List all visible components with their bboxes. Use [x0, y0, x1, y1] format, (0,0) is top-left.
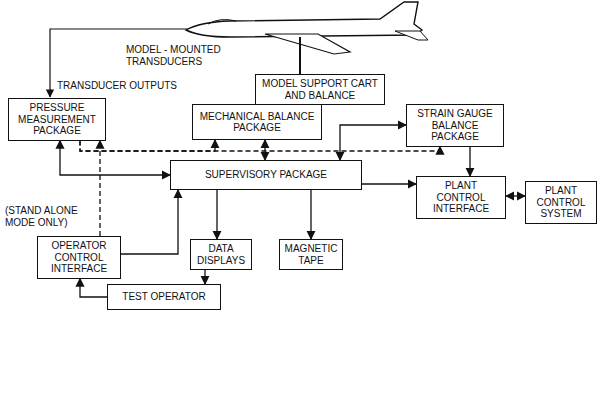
- connector-arrow: [204, 270, 205, 284]
- support-cart-box: MODEL SUPPORT CART AND BALANCE: [255, 74, 385, 105]
- aircraft-model: [186, 2, 422, 37]
- model-sting: [299, 37, 301, 74]
- box-text: PLANT CONTROL INTERFACE: [420, 180, 502, 215]
- connector-arrow: [340, 125, 406, 160]
- dashed-connector: [99, 141, 100, 237]
- connector-arrow: [469, 147, 470, 177]
- connector-arrow: [216, 190, 217, 239]
- connector-arrow: [121, 190, 178, 254]
- box-text: MAGNETIC TAPE: [283, 243, 339, 266]
- aircraft-tailplane: [395, 31, 428, 40]
- aircraft-canopy: [208, 20, 236, 24]
- box-text: PRESSURE MEASUREMENT PACKAGE: [12, 102, 102, 137]
- aircraft-wing: [265, 34, 350, 54]
- annotation-label: MODEL - MOUNTED TRANSDUCERS: [125, 44, 227, 67]
- connector-arrow: [60, 141, 170, 176]
- operator-box: TEST OPERATOR: [107, 284, 221, 310]
- box-text: DATA DISPLAYS: [194, 243, 248, 266]
- box-text: MODEL SUPPORT CART AND BALANCE: [259, 78, 381, 101]
- connector-arrow: [506, 195, 525, 196]
- box-text: PLANT CONTROL SYSTEM: [529, 185, 593, 220]
- connector-arrow: [80, 279, 107, 298]
- supervisory-box: SUPERVISORY PACKAGE: [170, 160, 362, 190]
- box-text: SUPERVISORY PACKAGE: [174, 169, 358, 181]
- connector-arrow: [264, 140, 265, 160]
- box-text: TEST OPERATOR: [111, 291, 217, 303]
- package-box: MECHANICAL BALANCE PACKAGE: [192, 104, 322, 140]
- package-box: STRAIN GAUGE BALANCE PACKAGE: [406, 104, 504, 147]
- annotation-label: (STAND ALONE MODE ONLY): [4, 205, 96, 228]
- annotation-label: TRANSDUCER OUTPUTS: [56, 80, 178, 92]
- box-text: OPERATOR CONTROL INTERFACE: [41, 240, 117, 275]
- connector-arrow: [362, 183, 416, 184]
- box-text: STRAIN GAUGE BALANCE PACKAGE: [410, 108, 500, 143]
- output-box: DATA DISPLAYS: [190, 239, 252, 270]
- package-box: PRESSURE MEASUREMENT PACKAGE: [8, 98, 106, 141]
- output-box: MAGNETIC TAPE: [279, 239, 343, 270]
- interface-box: PLANT CONTROL INTERFACE: [416, 176, 506, 219]
- interface-box: OPERATOR CONTROL INTERFACE: [37, 236, 121, 279]
- system-box: PLANT CONTROL SYSTEM: [525, 181, 597, 224]
- connector-arrow: [310, 190, 311, 239]
- dashed-connector: [80, 141, 440, 152]
- box-text: MECHANICAL BALANCE PACKAGE: [196, 111, 318, 134]
